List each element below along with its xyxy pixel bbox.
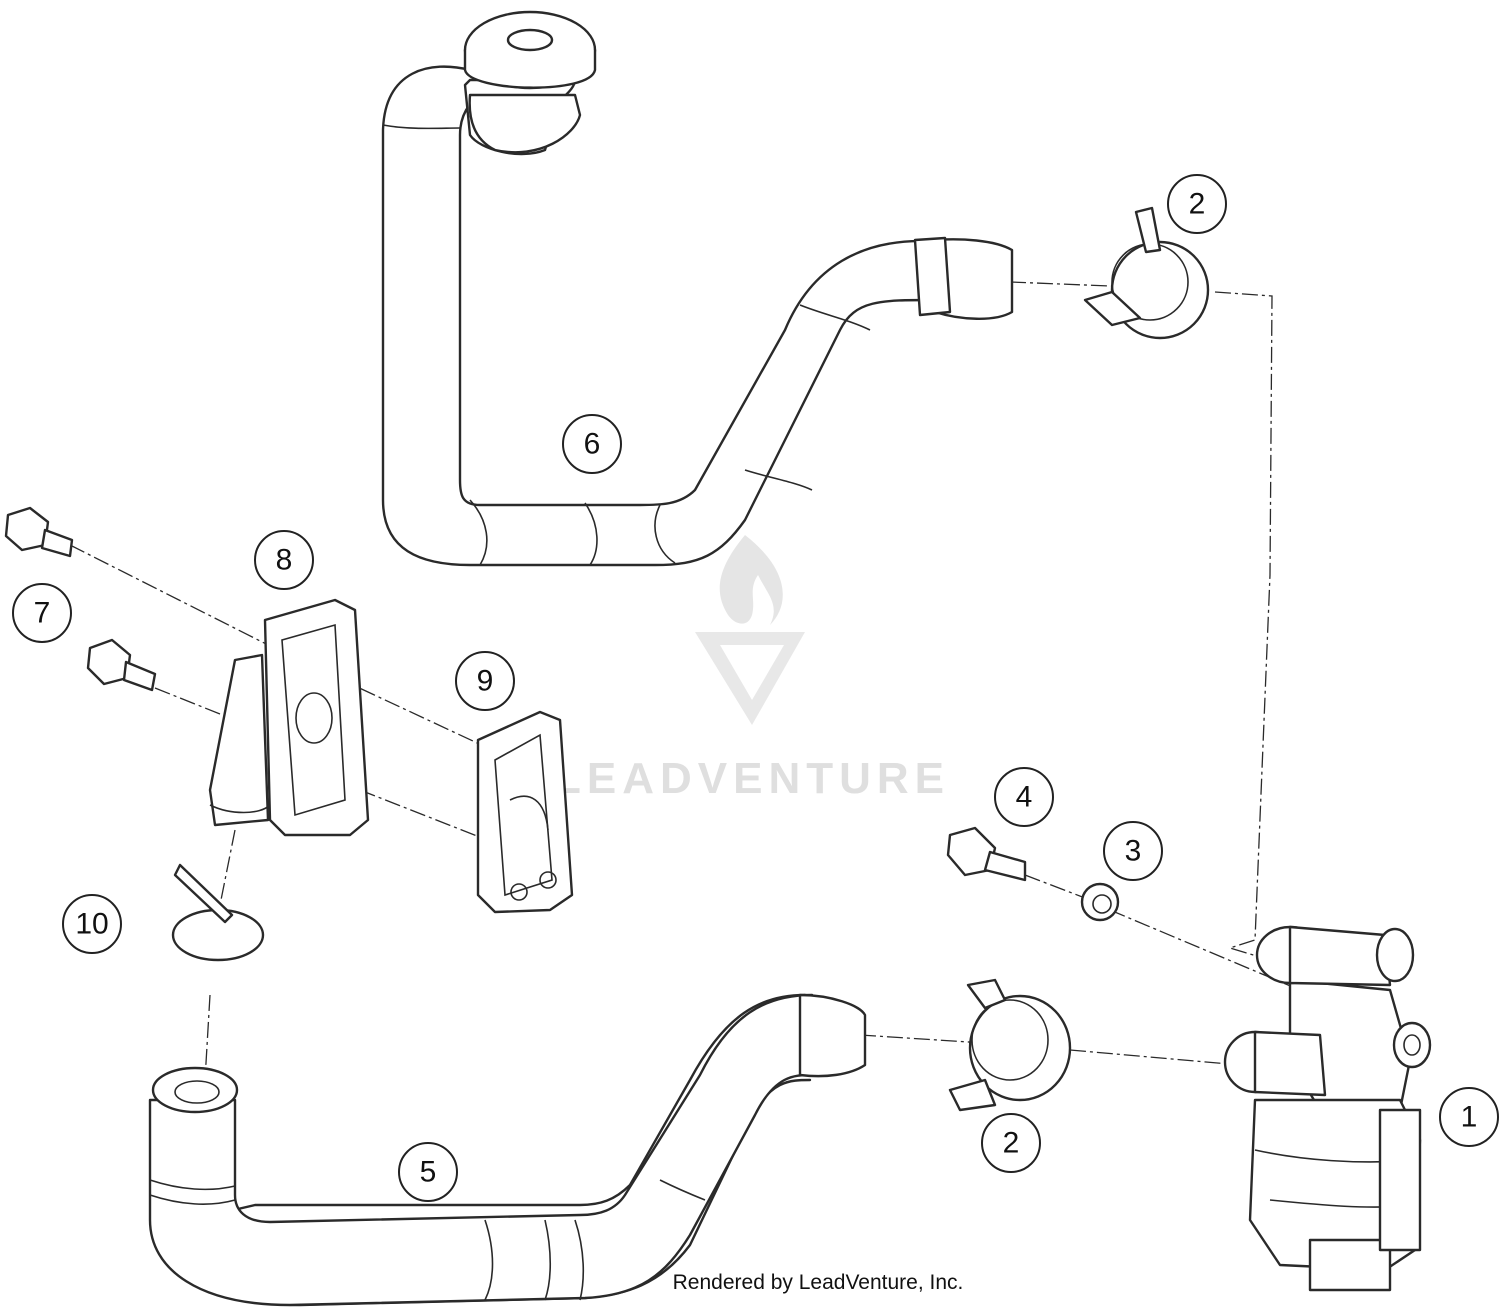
svg-text:9: 9 — [477, 665, 494, 698]
watermark-v-logo-icon — [695, 632, 805, 725]
svg-text:6: 6 — [584, 428, 601, 461]
svg-text:2: 2 — [1003, 1127, 1020, 1160]
callout-4: 4 — [994, 767, 1054, 827]
callout-1: 1 — [1439, 1087, 1499, 1147]
callouts: 1 2 2 3 4 5 6 7 — [12, 174, 1499, 1202]
svg-text:1: 1 — [1461, 1101, 1478, 1134]
reed-valve — [476, 710, 574, 914]
callout-9: 9 — [455, 651, 515, 711]
hose-clamp-upper — [1083, 206, 1210, 340]
hose-lower — [148, 993, 867, 1307]
callout-8: 8 — [254, 530, 314, 590]
cable-tie — [171, 863, 265, 962]
bolts-cover — [4, 506, 157, 692]
footer-credit: Rendered by LeadVenture, Inc. — [673, 1271, 964, 1294]
watermark: LEADVENTURE — [554, 535, 950, 803]
svg-text:7: 7 — [34, 597, 51, 630]
callout-10: 10 — [62, 894, 122, 954]
callout-2-upper: 2 — [1167, 174, 1227, 234]
svg-text:8: 8 — [276, 544, 293, 577]
watermark-text: LEADVENTURE — [554, 754, 950, 803]
washer — [1080, 882, 1120, 922]
callout-3: 3 — [1103, 821, 1163, 881]
reed-valve-cover — [208, 598, 370, 837]
hose-clamp-lower — [948, 978, 1072, 1112]
callout-2-lower: 2 — [981, 1113, 1041, 1173]
svg-text:10: 10 — [75, 908, 108, 941]
svg-text:2: 2 — [1189, 188, 1206, 221]
callout-5: 5 — [398, 1142, 458, 1202]
watermark-flame-icon — [719, 535, 783, 625]
secondary-air-valve — [1223, 925, 1432, 1292]
svg-text:4: 4 — [1016, 781, 1033, 814]
svg-text:5: 5 — [420, 1156, 437, 1189]
callout-6: 6 — [562, 414, 622, 474]
svg-text:3: 3 — [1125, 835, 1142, 868]
hose-upper — [381, 10, 1014, 567]
bolt-valve — [946, 826, 1027, 882]
callout-7: 7 — [12, 583, 72, 643]
